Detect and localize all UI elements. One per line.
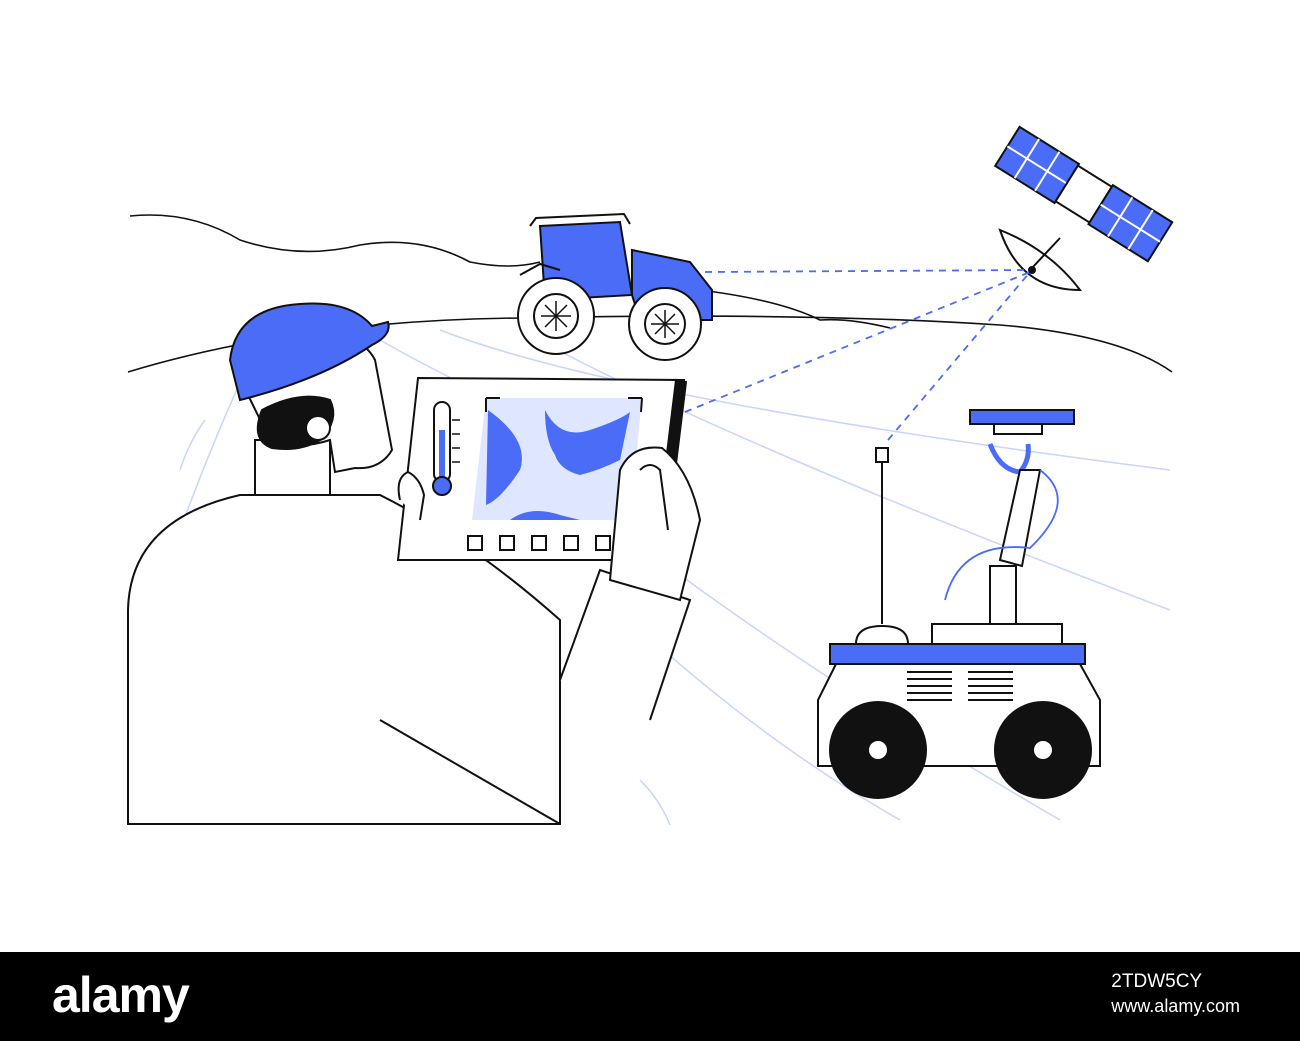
stock-info: 2TDW5CY www.alamy.com <box>1111 970 1240 1018</box>
signal-lines <box>684 269 1031 441</box>
stock-url: www.alamy.com <box>1111 996 1240 1016</box>
tractor-icon <box>517 212 713 361</box>
precision-agriculture-illustration <box>127 125 1174 826</box>
alamy-brand-logo: alamy <box>52 967 190 1023</box>
watermark-bar: alamy 2TDW5CY www.alamy.com <box>0 952 1300 1041</box>
farmer-figure <box>127 302 692 825</box>
field-robot-icon <box>817 409 1101 799</box>
image-id: 2TDW5CY <box>1111 971 1203 992</box>
tablet-device <box>396 376 702 602</box>
satellite-icon <box>993 125 1174 292</box>
